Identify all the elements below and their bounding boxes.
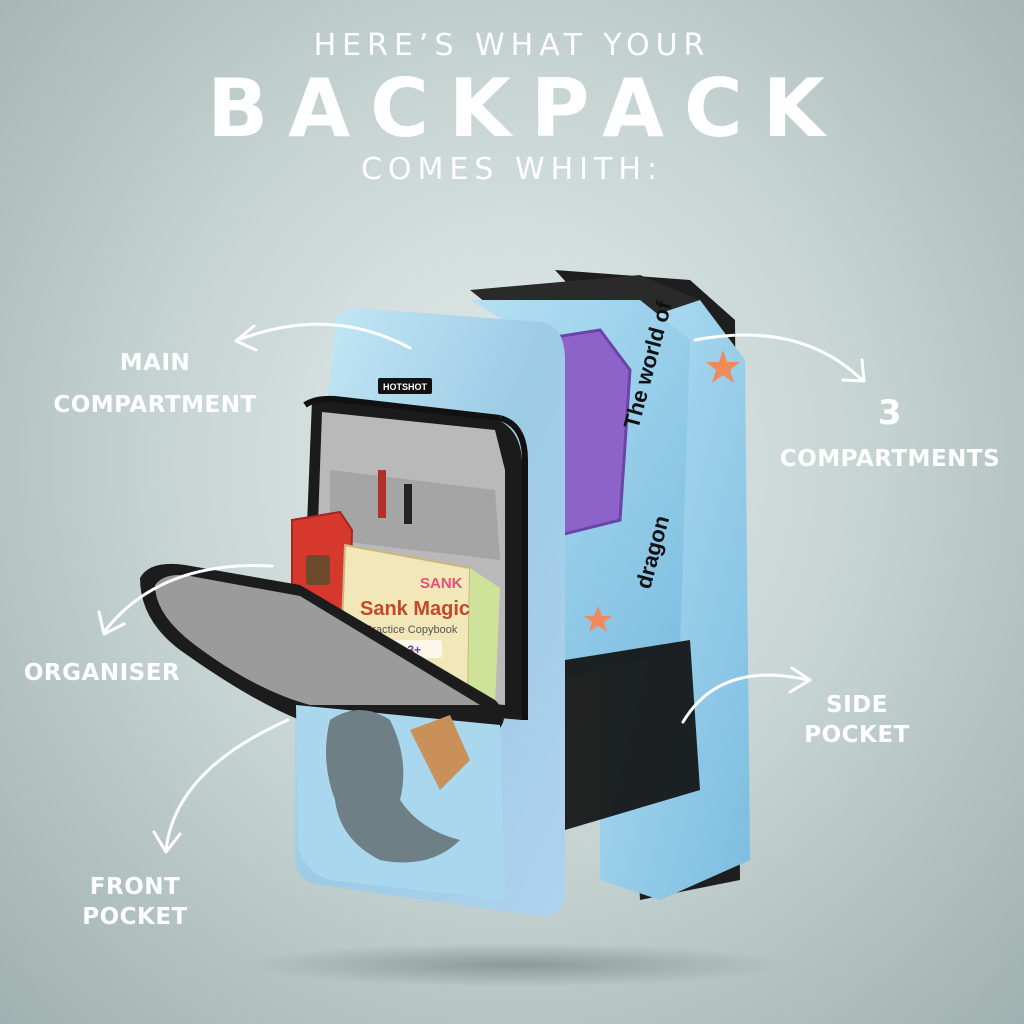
label-main-compartment: MAIN COMPARTMENT — [53, 350, 257, 418]
pen-red — [378, 470, 386, 518]
arrow-organiser — [102, 564, 274, 634]
arrow-main-compartment — [236, 322, 412, 350]
floor-shadow — [245, 943, 785, 987]
side-mesh-pocket — [565, 640, 700, 830]
pen-black — [404, 484, 412, 524]
book-caption: Practice Copybook — [365, 624, 458, 636]
book-title: SANK — [420, 575, 463, 592]
label-three-compartments: 3 COMPARTMENTS — [779, 393, 1001, 472]
label-side-pocket: SIDE POCKET — [804, 692, 910, 748]
star-decoration — [706, 350, 740, 383]
brand-tag: HOTSHOT — [383, 382, 428, 392]
book-subtitle: Sank Magic — [360, 598, 470, 620]
arrow-compartments — [693, 333, 864, 382]
headline-main: BACKPACK — [207, 62, 845, 155]
label-front-pocket: FRONT POCKET — [82, 874, 188, 930]
headline-bottom: COMES WHITH: — [360, 152, 664, 187]
dragon-print — [326, 710, 460, 863]
label-organiser: ORGANISER — [23, 660, 181, 686]
arrow-front-pocket — [164, 718, 290, 852]
arrow-side-pocket — [681, 673, 810, 724]
headline-top: HERE’S WHAT YOUR — [313, 28, 711, 63]
